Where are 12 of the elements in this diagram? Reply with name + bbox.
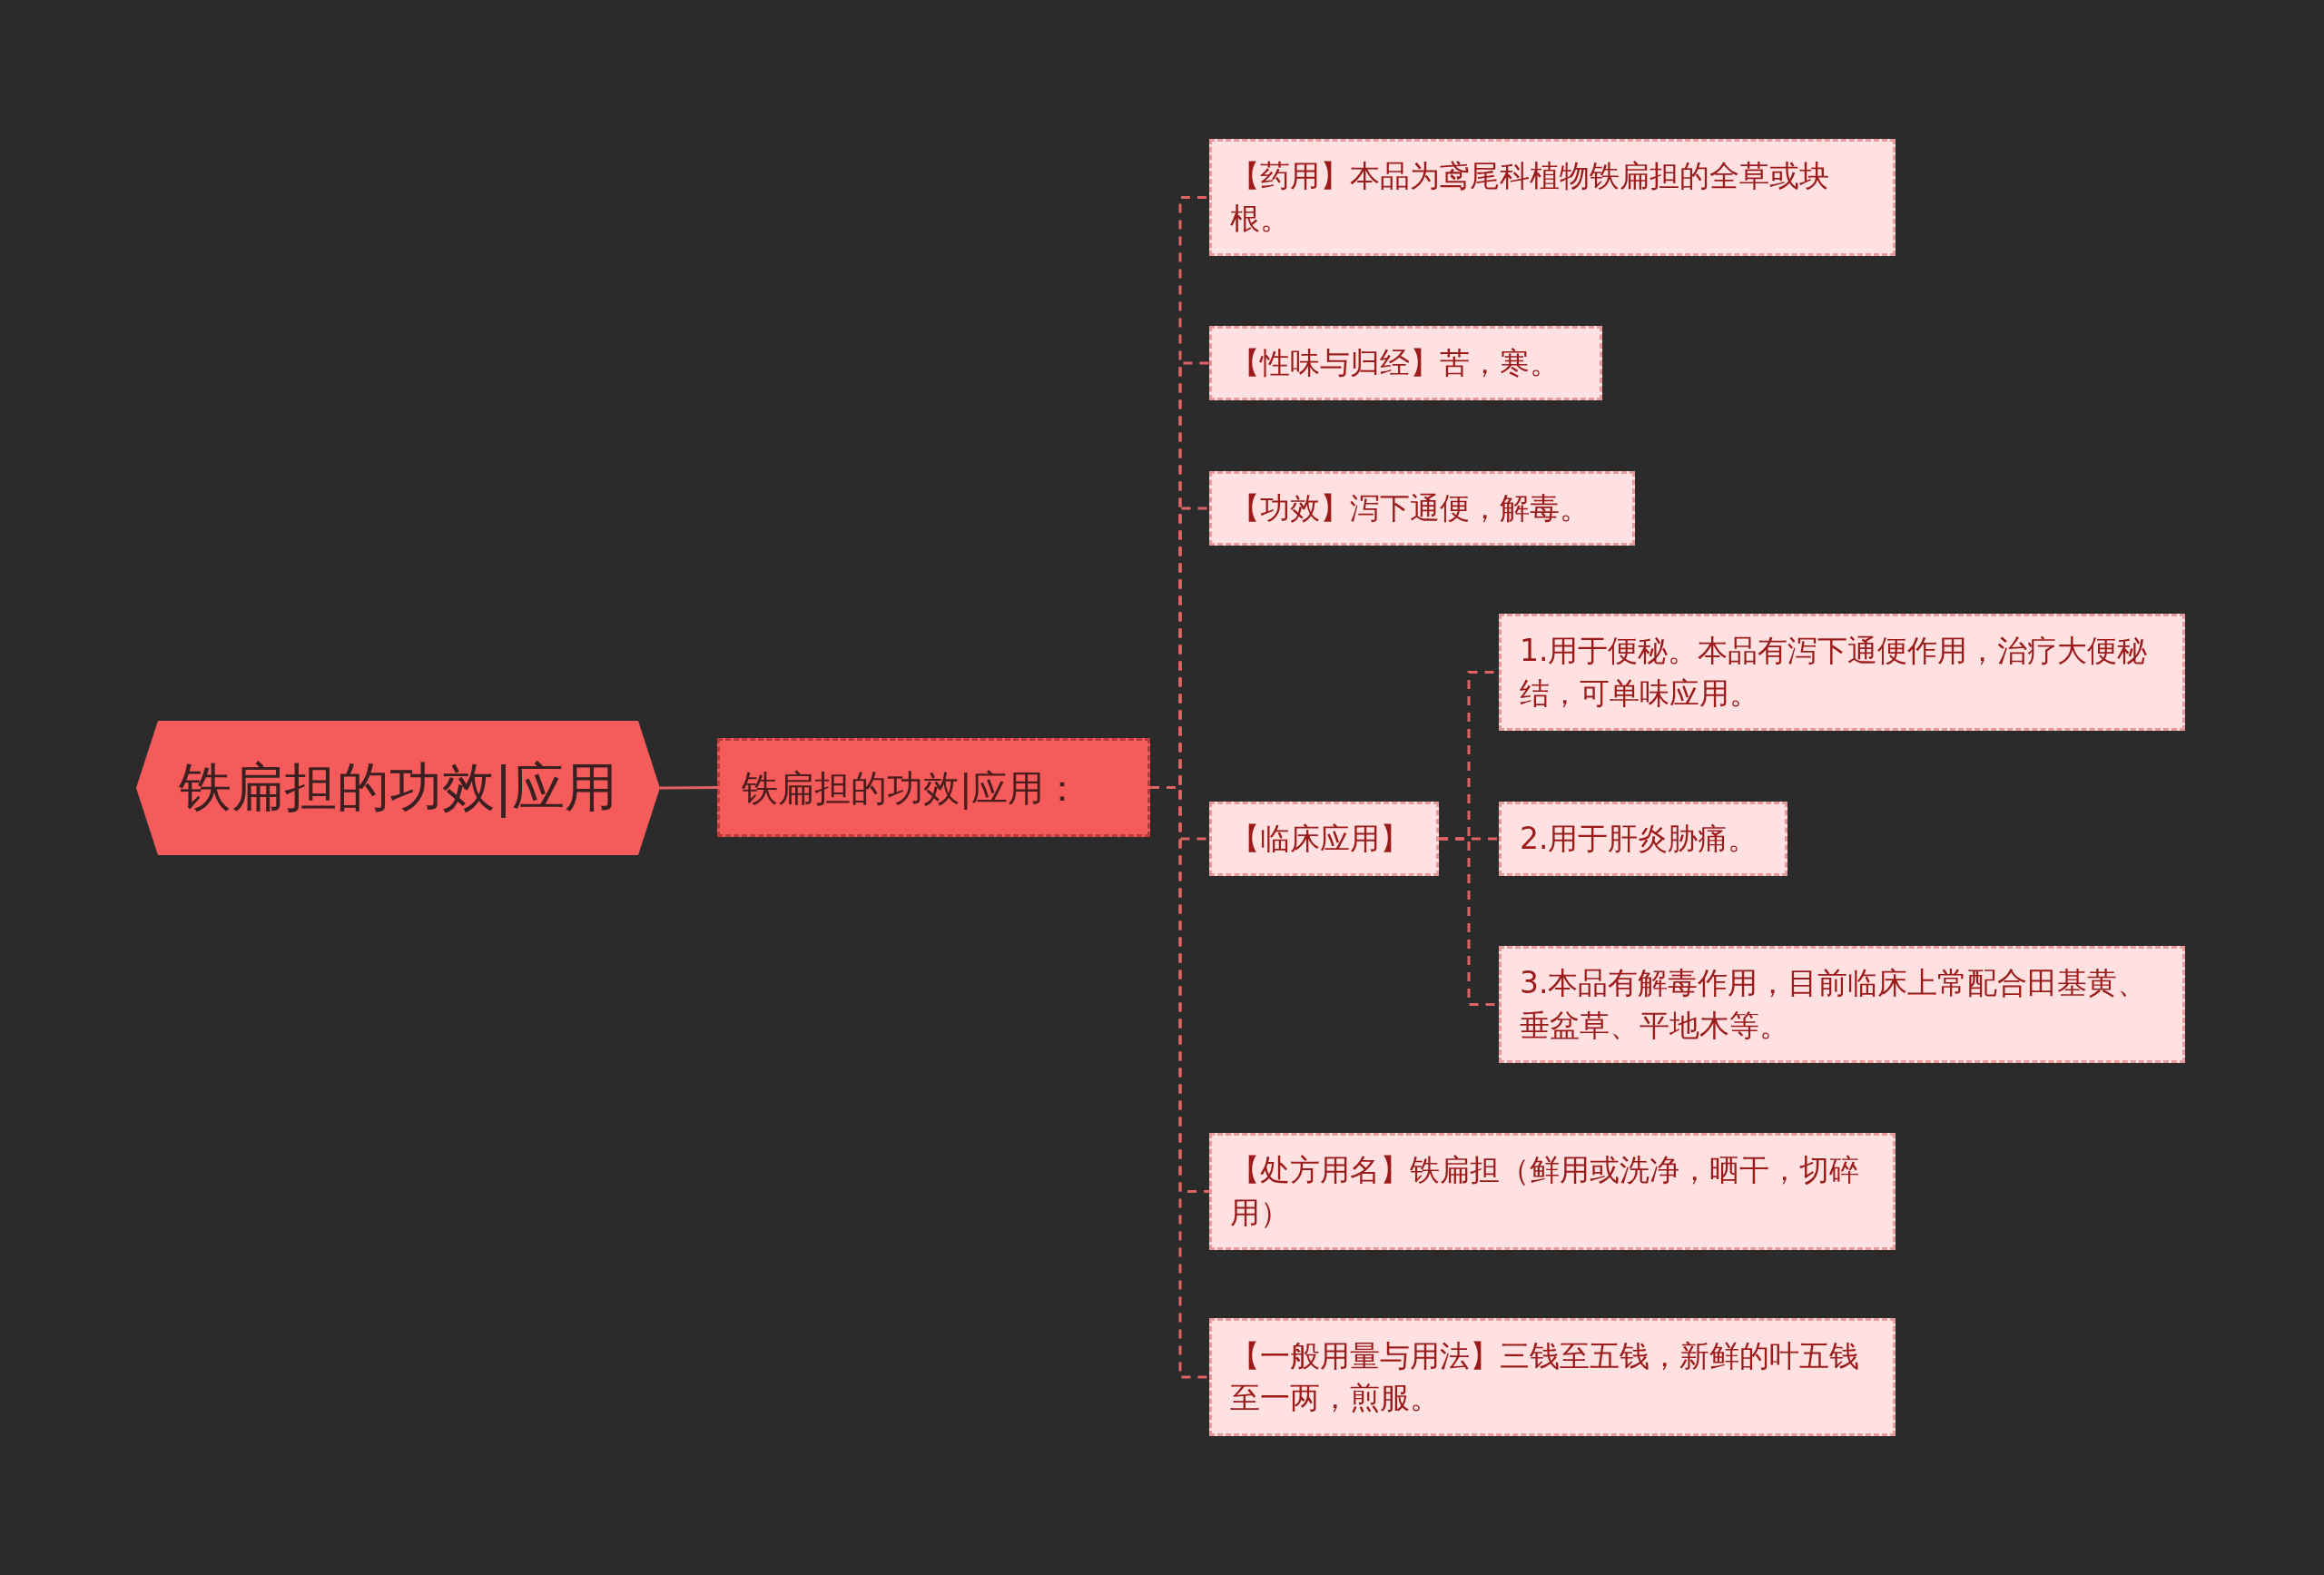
central-topic-hexagon: 铁扁担的功效|应用: [136, 721, 660, 855]
topic-box: 铁扁担的功效|应用：: [717, 738, 1150, 837]
subtopic-box: 【药用】本品为鸢尾科植物铁扁担的全草或块根。: [1209, 139, 1896, 256]
subtopic-box: 【功效】泻下通便，解毒。: [1209, 471, 1635, 546]
subtopic-box: 【性味与归经】苦，寒。: [1209, 326, 1602, 400]
subtopic-box: 3.本品有解毒作用，目前临床上常配合田基黄、垂盆草、平地木等。: [1499, 946, 2185, 1063]
connector: [660, 786, 717, 790]
subtopic-box: 1.用于便秘。本品有泻下通便作用，治疗大便秘结，可单味应用。: [1499, 614, 2185, 731]
subtopic-box: 2.用于肝炎胁痛。: [1499, 802, 1787, 876]
subtopic-box: 【一般用量与用法】三钱至五钱，新鲜的叶五钱至一两，煎服。: [1209, 1318, 1896, 1436]
subtopic-box: 【处方用名】铁扁担（鲜用或洗净，晒干，切碎用）: [1209, 1133, 1896, 1250]
subtopic-box: 【临床应用】: [1209, 802, 1439, 876]
